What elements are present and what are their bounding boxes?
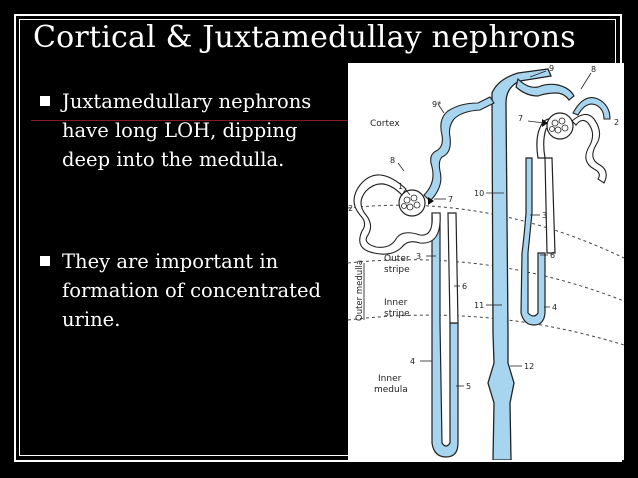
label-number: 11 [474, 301, 484, 310]
square-bullet-icon [40, 96, 50, 106]
leader-lines [397, 70, 592, 387]
square-bullet-icon [40, 256, 50, 266]
bullet-text: They are important in formation of conce… [62, 250, 322, 331]
label-outer-medulla: Outer medulla [355, 260, 365, 321]
juxtamedullary-loop [431, 212, 459, 458]
cortical-dct [572, 97, 611, 120]
label-inner-stripe-1: Inner [384, 298, 408, 308]
label-outer-stripe-1: Outer [384, 254, 410, 264]
label-number: 7 [448, 195, 453, 204]
cortical-thick-limb [544, 157, 556, 254]
label-inner-medulla-1: Inner [378, 374, 402, 384]
macula-densa-marker [542, 119, 548, 127]
juxtamedullary-pct [353, 174, 441, 255]
label-number: 7 [518, 114, 523, 123]
label-inner-stripe-2: stripe [384, 309, 410, 319]
label-number: 3 [416, 252, 421, 261]
label-inner-medulla-2: medula [374, 385, 408, 395]
label-cortex: Cortex [370, 119, 400, 129]
cortical-pct-convolutions [571, 113, 607, 184]
label-number: 4 [552, 303, 557, 312]
juxtamedullary-dct [423, 96, 495, 202]
label-outer-stripe-2: stripe [384, 265, 410, 275]
label-number: 2 [614, 118, 619, 127]
cortical-connecting-tubule [515, 77, 575, 101]
cortical-glomerulus [546, 112, 574, 140]
label-number: 12 [524, 362, 534, 371]
juxtamedullary-glomerulus [398, 189, 426, 217]
label-number: 3 [542, 211, 547, 220]
title-divider [31, 120, 351, 121]
label-number: 8 [591, 65, 596, 74]
bullet-text: Juxtamedullary nephrons have long LOH, d… [62, 90, 312, 171]
juxtamedullary-capillary-tuft [401, 194, 421, 211]
juxtamedullary-thick-limb [447, 212, 459, 324]
label-number: 10 [474, 189, 484, 198]
label-number: 2 [348, 204, 353, 213]
cortical-loop-descending [520, 157, 546, 326]
zone-boundaries [348, 204, 624, 346]
nephron-diagram: Cortex Outer stripe Inner stripe Inner m… [348, 63, 624, 460]
label-number: 4 [410, 357, 415, 366]
macula-densa-marker [428, 197, 434, 205]
cortical-capillary-tuft [549, 117, 569, 134]
label-number: 6 [550, 251, 555, 260]
label-number: 1 [398, 182, 403, 191]
label-number: 9* [432, 100, 441, 109]
label-number: 6 [462, 282, 467, 291]
label-number: 8 [390, 156, 395, 165]
collecting-duct [487, 68, 552, 460]
label-number: 5 [466, 382, 471, 391]
slide-title: Cortical & Juxtamedullay nephrons [33, 20, 576, 55]
label-number: 9 [549, 64, 554, 73]
